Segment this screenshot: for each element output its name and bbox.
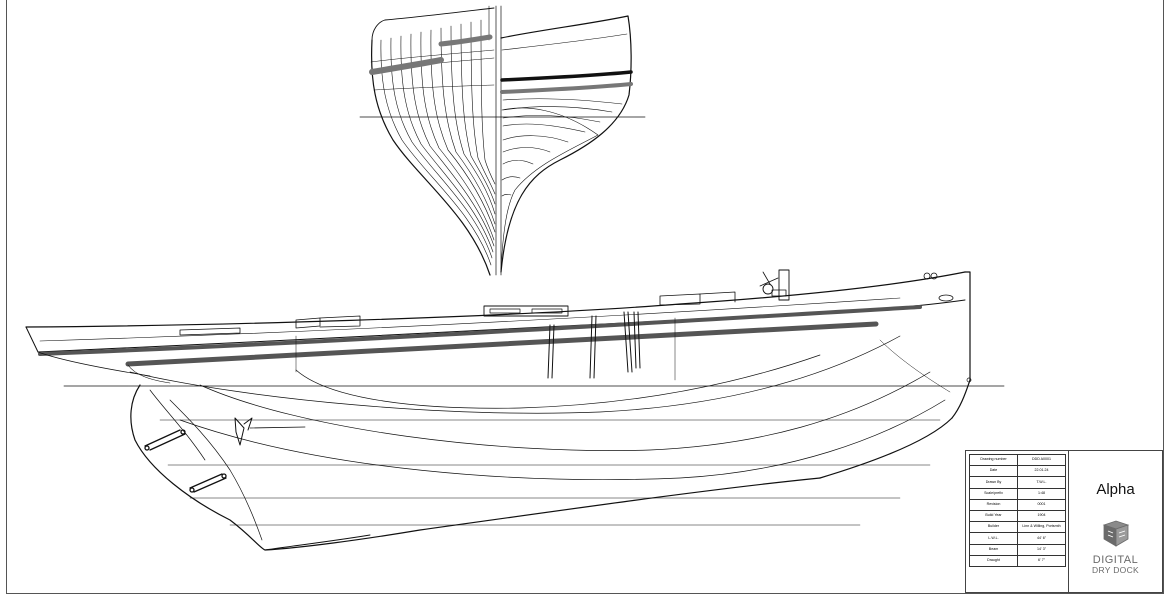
spec-label: Beam: [969, 543, 1018, 556]
spec-value: 44' 6": [1017, 532, 1066, 545]
spec-value: Linn & Willing, Portsmth: [1017, 521, 1066, 534]
spec-label: Draught: [969, 554, 1018, 567]
spec-value: 1904: [1017, 509, 1066, 523]
profile-view: [25, 269, 1005, 551]
dry-dock-cube-icon: [1102, 520, 1129, 547]
spec-label: Builder: [969, 521, 1018, 534]
spec-value: 22.01.24: [1017, 465, 1066, 478]
spec-value: 14' 3": [1017, 543, 1066, 556]
spec-value: 1:48: [1017, 487, 1066, 500]
spec-label: Revision: [969, 498, 1018, 511]
spec-label: Scale/prefix: [969, 487, 1018, 500]
digital-dry-dock-logo: DIGITAL DRY DOCK: [1069, 519, 1162, 575]
body-plan-view: [359, 5, 646, 276]
vessel-name: Alpha: [1096, 481, 1135, 498]
spec-value: DDD A0001: [1017, 453, 1066, 467]
logo-line-2: DRY DOCK: [1092, 565, 1139, 575]
spec-label: Date: [969, 465, 1018, 478]
spec-value: T.W.L.: [1017, 476, 1066, 489]
title-block-name-area: Alpha DIGITAL DRY DOCK: [1069, 451, 1162, 592]
spec-label: Build Year: [969, 509, 1018, 523]
spec-value: 0001: [1017, 498, 1066, 511]
spec-label: L.W.L.: [969, 532, 1018, 545]
spec-label: Drawn By: [969, 476, 1018, 489]
spec-row: L.W.L.44' 6": [969, 532, 1066, 545]
logo-line-1: DIGITAL: [1092, 554, 1139, 566]
spec-label: Drawing number: [969, 453, 1018, 467]
spec-value: 6' 7": [1017, 554, 1066, 567]
